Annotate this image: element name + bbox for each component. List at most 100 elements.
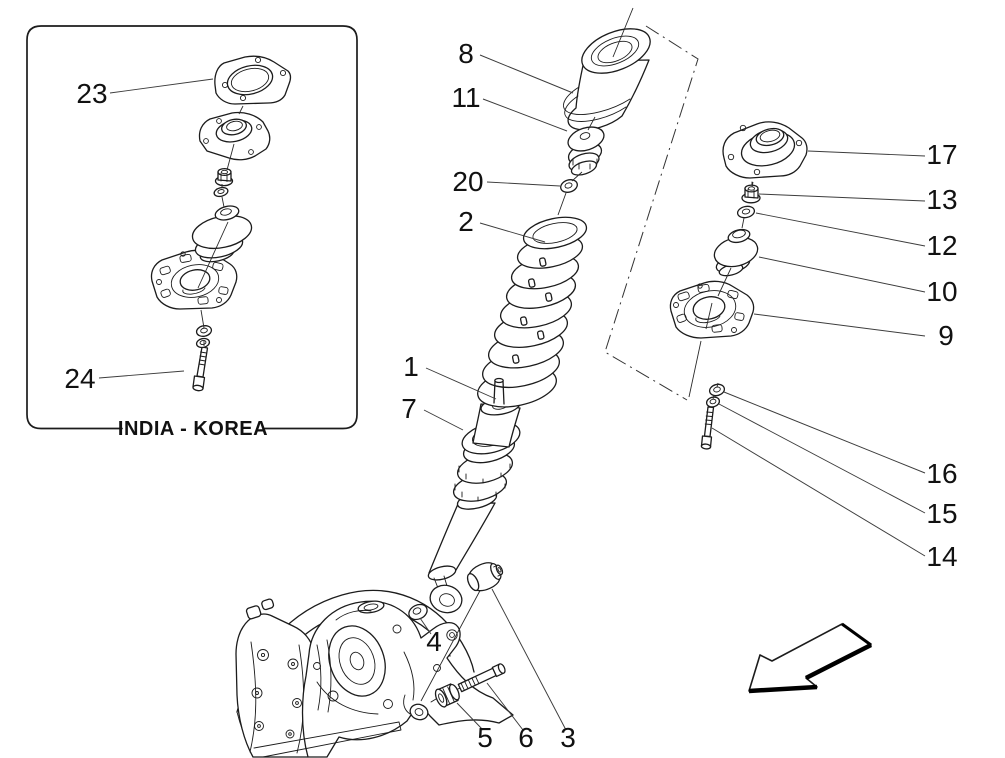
label-part-6: 6	[518, 722, 534, 753]
label-part-16: 16	[926, 458, 957, 489]
nut-part-5	[434, 683, 460, 708]
leader-line-part-13	[758, 193, 926, 202]
knuckle-and-brake-assembly	[235, 589, 514, 758]
lower-arm-link	[253, 721, 402, 758]
leader-line-part-2	[479, 222, 546, 243]
piston-rod	[493, 377, 505, 405]
label-part-2: 2	[458, 206, 474, 237]
leader-line-part-16	[723, 391, 926, 474]
label-part-8: 8	[458, 38, 474, 69]
hub-shield-line	[326, 639, 332, 713]
hub-top-boss-hole	[363, 603, 379, 611]
inset-caption: INDIA - KOREA	[118, 418, 268, 440]
label-part-23: 23	[76, 78, 107, 109]
hub-bore-center	[349, 651, 365, 671]
washer-part-4	[408, 603, 428, 621]
inset-upper-mount	[198, 111, 271, 161]
leader-line-part-12	[755, 212, 926, 247]
rubber-bushing-part-10	[713, 228, 759, 277]
direction-arrow	[748, 622, 873, 694]
shock-mount-boss	[409, 703, 429, 721]
hub-bore-inner	[338, 637, 376, 685]
washer-part-16	[708, 383, 726, 397]
shock-mount-boss-hole	[414, 708, 424, 716]
inset-mount-bracket	[150, 249, 238, 310]
leader-line-part-24	[98, 370, 185, 379]
top-plate-part-23	[214, 55, 292, 105]
leader-line-part-10	[758, 256, 926, 293]
washer-part-15	[705, 396, 721, 408]
leader-line-part-20	[486, 181, 561, 187]
shock-absorber-assembly	[408, 396, 521, 708]
leader-line-part-4	[419, 617, 432, 635]
caliper-bolt-heads	[251, 649, 302, 739]
hub-bore-outer	[328, 625, 386, 697]
mount-plate-part-17	[722, 121, 808, 179]
knuckle-rib	[335, 609, 372, 621]
caliper-tab	[245, 605, 262, 620]
label-part-7: 7	[401, 393, 417, 424]
right-axis-lines	[688, 181, 754, 400]
label-part-14: 14	[926, 541, 957, 572]
inset-washer-top	[213, 186, 229, 198]
leader-line-part-6	[486, 682, 524, 731]
label-part-20: 20	[452, 166, 483, 197]
caliper-detail-line	[249, 641, 257, 753]
bolt-part-24	[192, 346, 209, 392]
spring-top-opening	[532, 222, 578, 244]
washer-part-12	[736, 205, 756, 219]
mount-bracket-part-9	[669, 280, 755, 339]
label-part-1: 1	[403, 351, 419, 382]
nut-part-13	[741, 181, 761, 204]
inset-rubber-bushing	[191, 205, 253, 263]
leader-line-part-7	[423, 409, 464, 431]
washer-part-20	[560, 179, 578, 193]
shock-body	[472, 403, 521, 448]
label-part-12: 12	[926, 230, 957, 261]
upper-mount-assembly-right	[669, 121, 808, 450]
inset-border	[26, 25, 358, 430]
knuckle-ear-hole	[446, 629, 458, 641]
label-part-13: 13	[926, 184, 957, 215]
leader-line-part-23	[109, 78, 214, 94]
leader-line-part-17	[807, 150, 926, 157]
bolt-part-14	[700, 406, 715, 450]
phantom-boundary-line	[604, 25, 699, 401]
label-part-9: 9	[938, 320, 954, 351]
leader-line-part-11	[482, 98, 568, 132]
leader-line-part-3	[491, 588, 567, 731]
label-part-11: 11	[451, 82, 480, 113]
inset-washer-upper	[195, 325, 213, 337]
inset-nut	[214, 167, 234, 187]
leader-line-part-9	[753, 313, 926, 337]
bolt-part-6	[457, 663, 506, 693]
inset-panel: INDIA - KOREA	[26, 25, 358, 440]
coil-spring	[477, 216, 588, 408]
leader-line-part-15	[718, 403, 926, 514]
axis-line	[420, 584, 484, 702]
shock-clevis-edge	[403, 694, 411, 715]
dust-cover-part-8	[562, 28, 651, 131]
leader-line-part-14	[711, 427, 926, 557]
inset-washer-lower	[195, 337, 211, 349]
bump-stop-part-11	[567, 126, 605, 176]
leader-line-part-8	[479, 54, 574, 94]
hub-shield-line	[316, 644, 322, 711]
spring-wire-marks	[511, 257, 553, 364]
label-part-17: 17	[926, 139, 957, 170]
inset-axis-lines	[197, 105, 244, 346]
label-part-24: 24	[64, 363, 95, 394]
caliper-tab	[261, 598, 275, 611]
leader-line-part-1	[425, 367, 497, 400]
label-part-10: 10	[926, 276, 957, 307]
knuckle-ear-hole-inner	[449, 632, 455, 638]
knuckle-rib	[403, 651, 415, 701]
central-axis-lines	[557, 7, 634, 216]
leader-line-part-5	[456, 702, 484, 731]
label-part-4: 4	[426, 626, 442, 657]
bushing-part-3	[466, 562, 504, 592]
shock-eyelet	[429, 584, 463, 614]
